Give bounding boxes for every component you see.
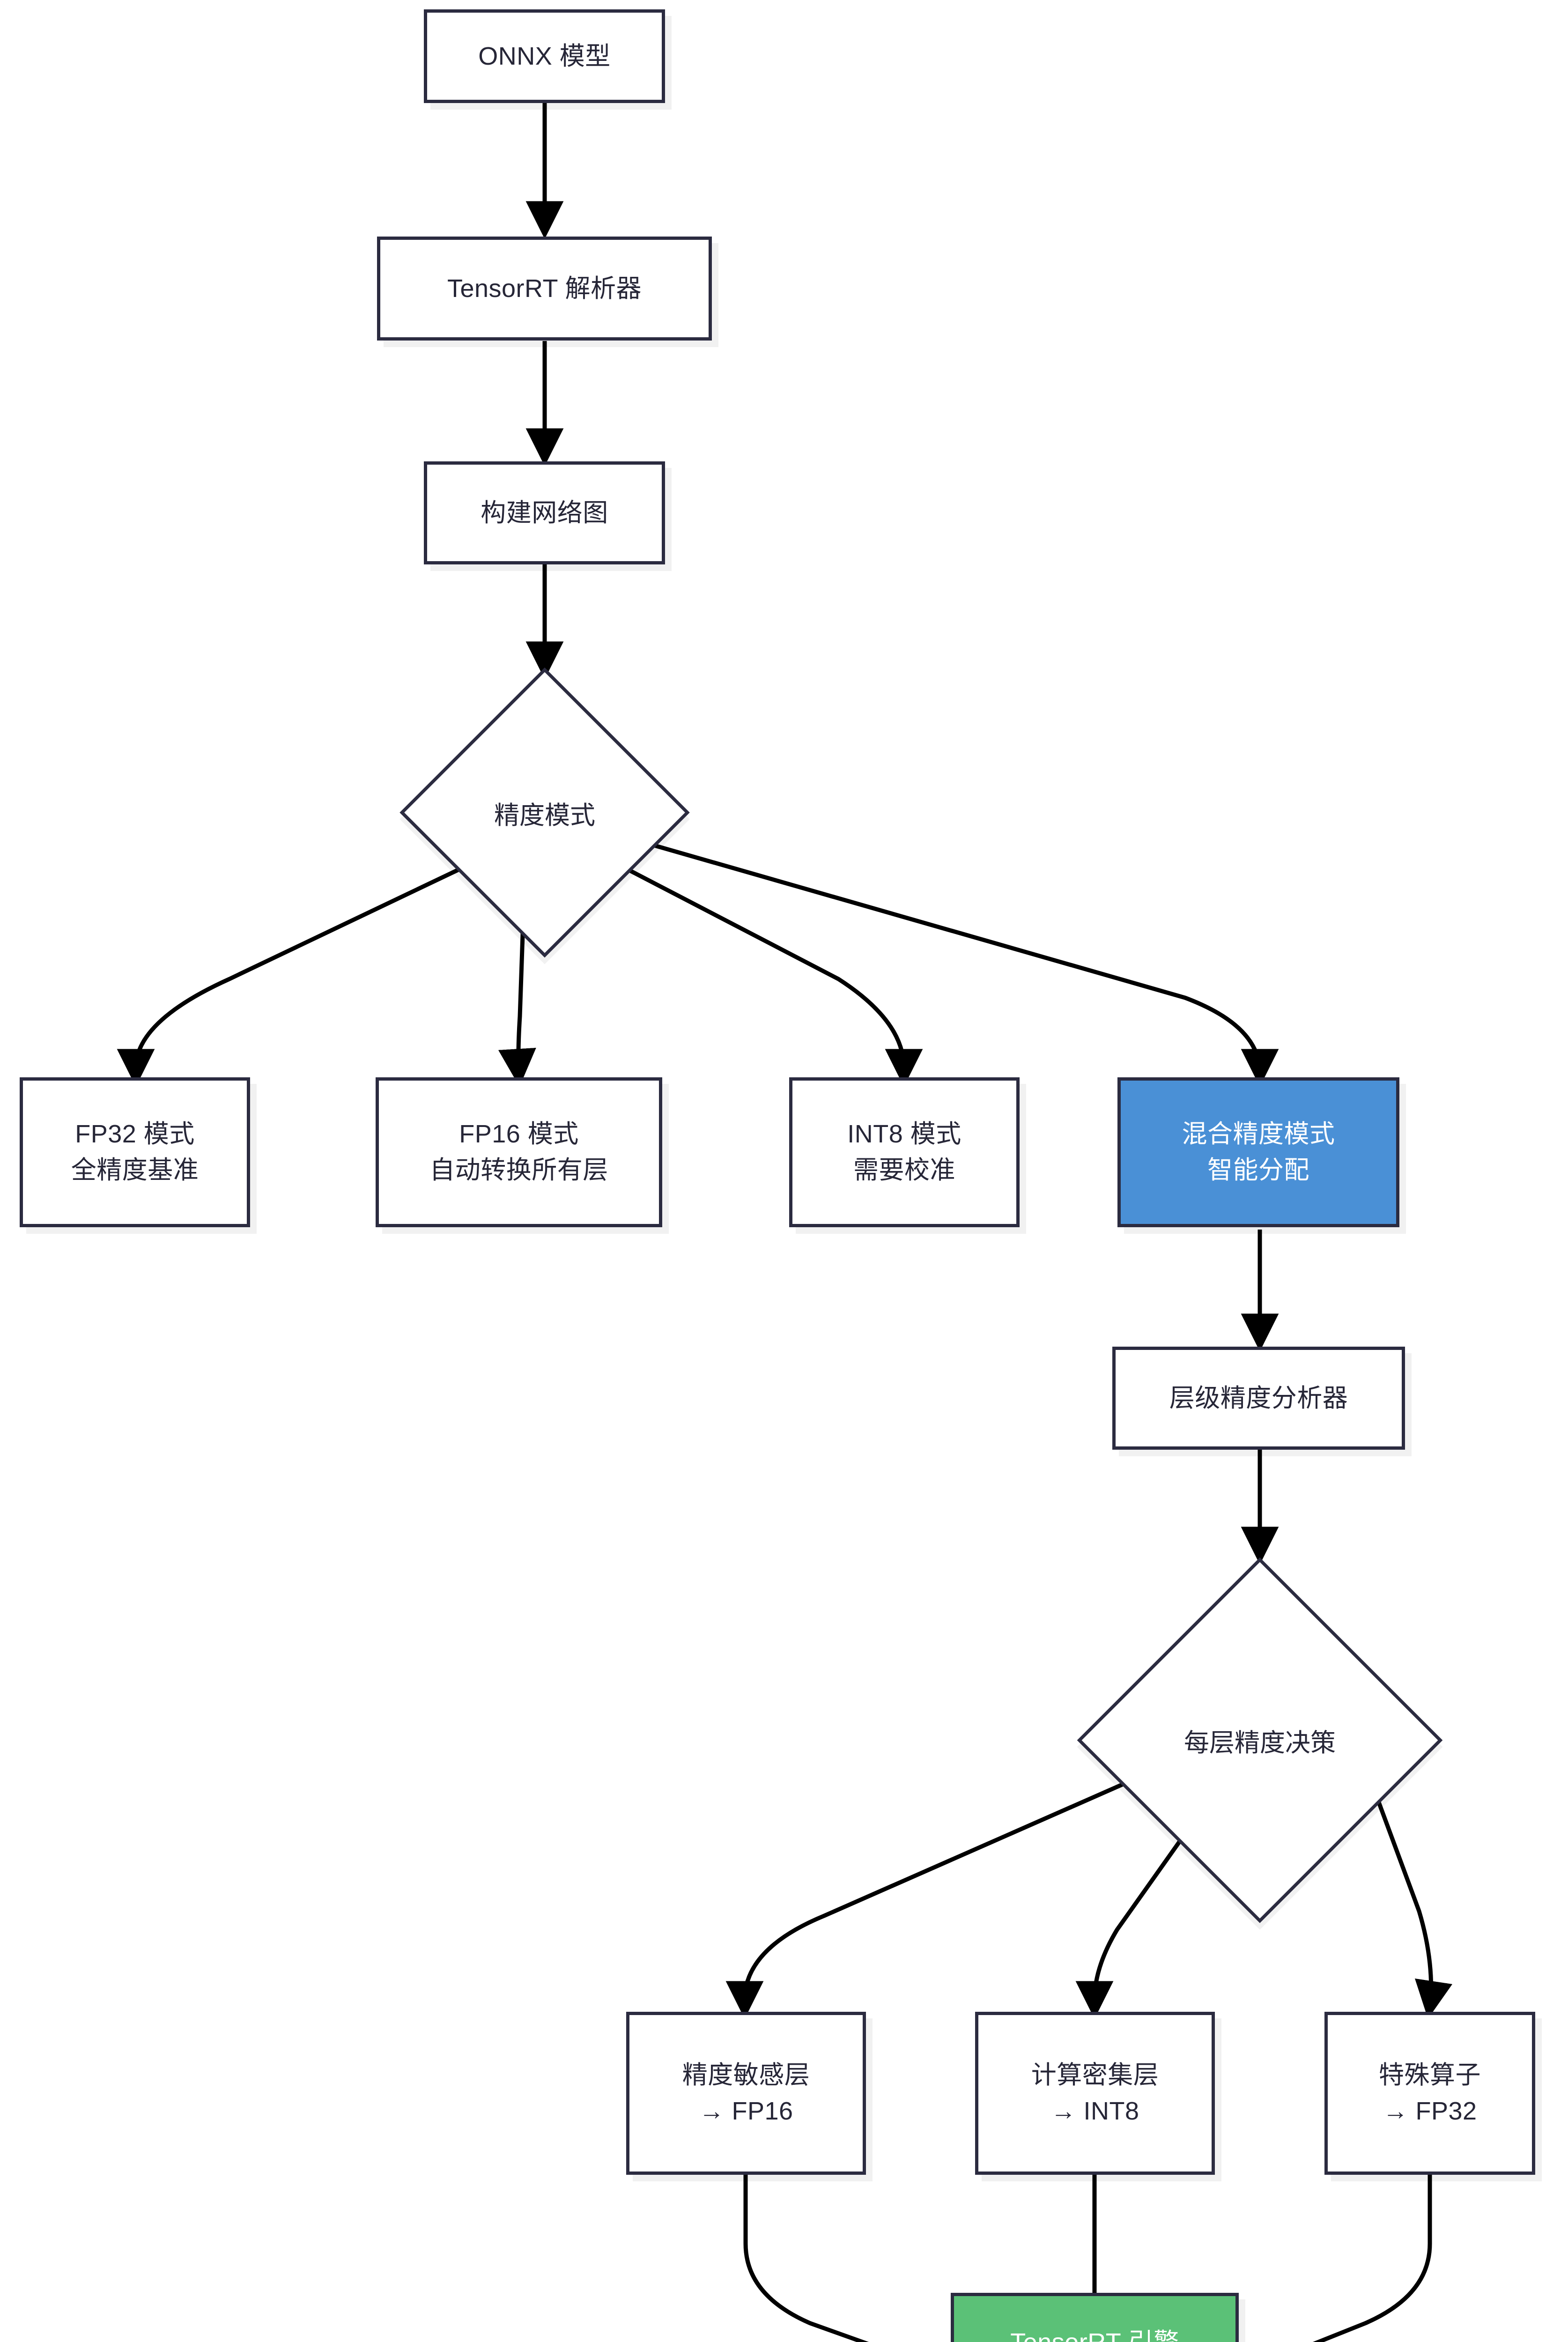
node-int8-mode-line2: 需要校准 <box>853 1156 955 1184</box>
edge-special-to-engine <box>1239 2173 1432 2342</box>
node-per-layer-decision-label: 每层精度决策 <box>1184 1728 1336 1757</box>
node-mixed-precision-mode[interactable]: 混合精度模式 智能分配 <box>1117 1077 1399 1227</box>
node-mixed-precision-mode-line2: 智能分配 <box>1207 1156 1309 1184</box>
node-onnx-model-line1: ONNX 模型 <box>478 42 611 70</box>
node-build-network-graph-line1: 构建网络图 <box>481 498 608 527</box>
node-precision-mode[interactable]: 精度模式 <box>399 667 690 958</box>
node-fp32-mode-line2: 全精度基准 <box>71 1156 199 1184</box>
node-fp16-mode-line2: 自动转换所有层 <box>429 1156 608 1184</box>
node-compute-intensive-layer-line2: → INT8 <box>1050 2097 1139 2125</box>
node-layer-precision-analyzer-line1: 层级精度分析器 <box>1169 1384 1348 1412</box>
node-tensorrt-parser-line1: TensorRT 解析器 <box>447 274 642 303</box>
node-tensorrt-engine[interactable]: TensorRT 引擎 <box>951 2293 1239 2342</box>
node-build-network-graph[interactable]: 构建网络图 <box>424 461 665 564</box>
node-fp16-mode-line1: FP16 模式 <box>459 1120 579 1149</box>
node-onnx-model[interactable]: ONNX 模型 <box>424 9 665 103</box>
node-fp32-mode[interactable]: FP32 模式 全精度基准 <box>20 1077 250 1227</box>
node-int8-mode-line1: INT8 模式 <box>847 1120 962 1149</box>
node-fp16-mode[interactable]: FP16 模式 自动转换所有层 <box>376 1077 662 1227</box>
node-layer-precision-analyzer[interactable]: 层级精度分析器 <box>1112 1347 1405 1450</box>
node-precision-sensitive-layer[interactable]: 精度敏感层 → FP16 <box>626 2012 866 2175</box>
edge-sensitive-to-engine <box>743 2173 869 2342</box>
node-special-operator-line1: 特殊算子 <box>1379 2061 1481 2090</box>
edge-precision-to-mixed <box>629 836 1279 1087</box>
node-precision-sensitive-layer-line2: → FP16 <box>699 2097 793 2125</box>
node-tensorrt-parser[interactable]: TensorRT 解析器 <box>377 237 712 341</box>
node-special-operator[interactable]: 特殊算子 → FP32 <box>1324 2012 1535 2175</box>
node-precision-mode-label: 精度模式 <box>494 801 595 830</box>
node-mixed-precision-mode-line1: 混合精度模式 <box>1182 1120 1335 1149</box>
node-precision-sensitive-layer-line1: 精度敏感层 <box>682 2061 810 2090</box>
node-per-layer-decision[interactable]: 每层精度决策 <box>1077 1557 1442 1923</box>
node-special-operator-line2: → FP32 <box>1383 2097 1477 2125</box>
node-tensorrt-engine-line1: TensorRT 引擎 <box>1010 2325 1179 2342</box>
node-compute-intensive-layer[interactable]: 计算密集层 → INT8 <box>975 2012 1215 2175</box>
node-fp32-mode-line1: FP32 模式 <box>75 1120 195 1149</box>
node-int8-mode[interactable]: INT8 模式 需要校准 <box>789 1077 1020 1227</box>
node-compute-intensive-layer-line1: 计算密集层 <box>1031 2061 1159 2090</box>
